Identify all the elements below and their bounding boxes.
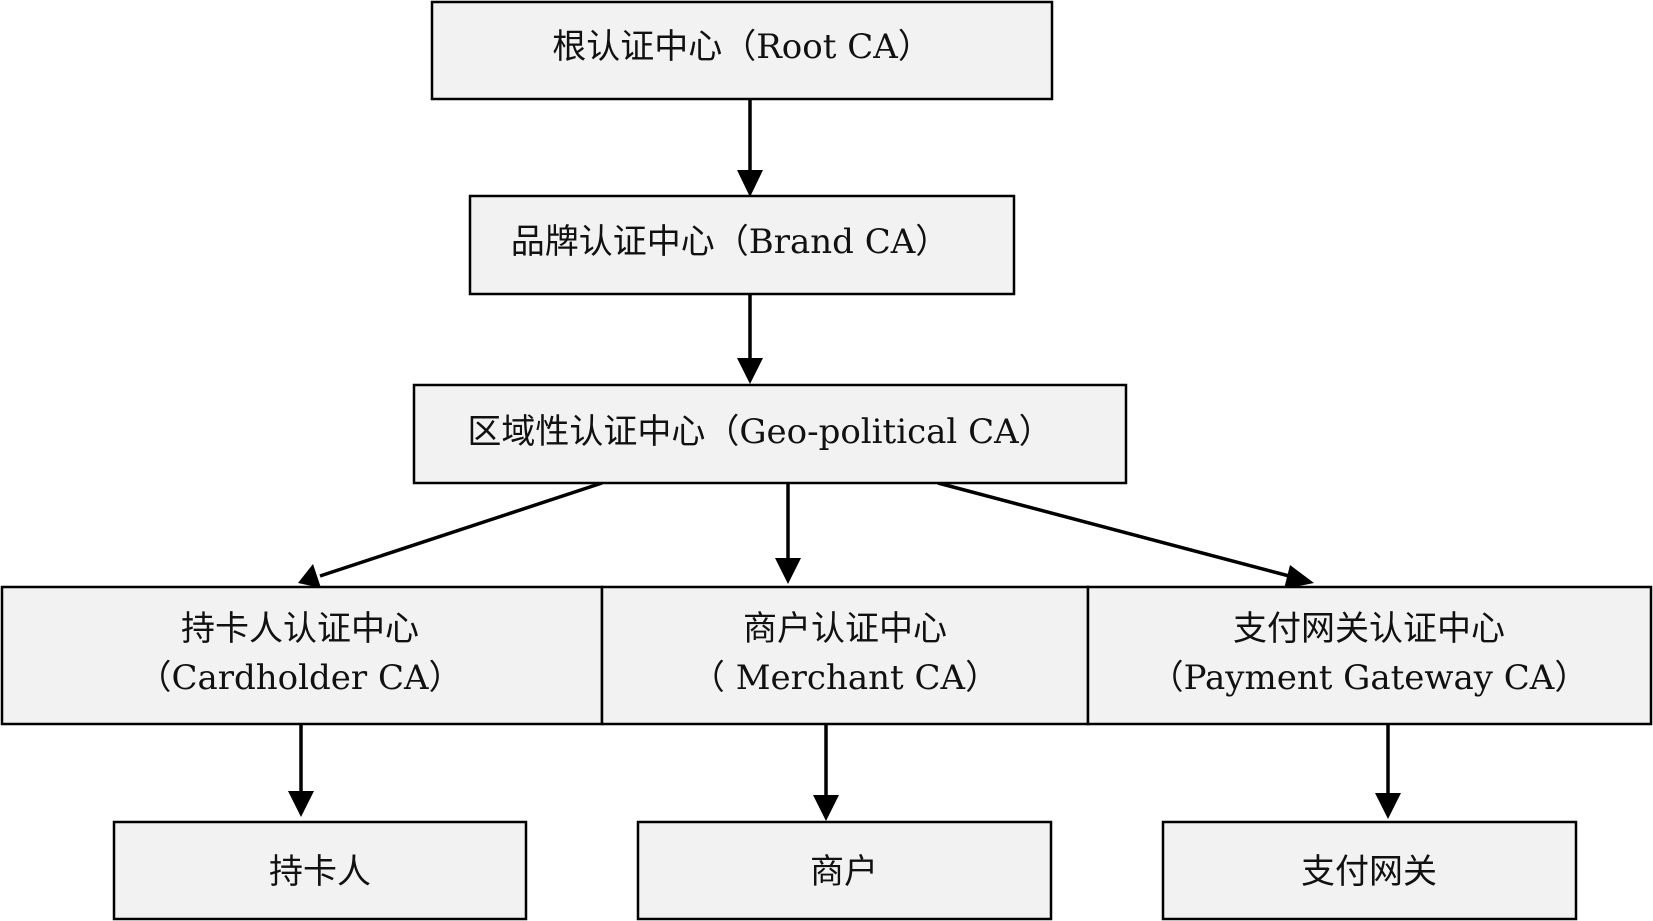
node-label-line1: 持卡人认证中心 [181,609,419,649]
node-label-line2: （Payment Gateway CA） [1150,658,1589,698]
node-label-line2: （ Merchant CA） [691,658,999,698]
node-box [1086,585,1653,726]
node-box [430,0,1054,101]
node-cardholder: 持卡人 [112,820,528,921]
arrowhead-icon [298,564,321,588]
node-merchant: 商户 [636,820,1053,921]
node-box [600,585,1090,726]
node-label-line1: 商户认证中心 [743,609,947,649]
arrowhead-icon [1284,565,1314,589]
node-box [112,820,528,921]
node-label: 根认证中心（Root CA） [552,27,932,67]
node-geo-political-ca: 区域性认证中心（Geo-political CA） [412,383,1128,485]
arrowhead-icon [288,791,314,817]
node-box [1161,820,1578,921]
node-label: 品牌认证中心（Brand CA） [511,222,950,262]
arrowhead-icon [737,170,763,197]
node-box [636,820,1053,921]
node-label-line1: 支付网关认证中心 [1233,609,1505,649]
node-cardholder-ca: 持卡人认证中心 （Cardholder CA） [0,585,604,726]
node-box [412,383,1128,485]
node-merchant-ca: 商户认证中心 （ Merchant CA） [600,585,1090,726]
node-payment-gateway: 支付网关 [1161,820,1578,921]
edges [288,100,1401,821]
edge-geo-to-gateway-ca [937,481,1294,579]
node-label: 支付网关 [1301,852,1437,892]
node-payment-gateway-ca: 支付网关认证中心 （Payment Gateway CA） [1086,585,1653,726]
node-label: 持卡人 [269,852,371,892]
node-root-ca: 根认证中心（Root CA） [430,0,1054,101]
node-label: 区域性认证中心（Geo-political CA） [467,412,1052,452]
arrowhead-icon [737,358,763,384]
node-label: 商户 [810,852,878,892]
node-label-line2: （Cardholder CA） [137,658,462,698]
edge-geo-to-cardholder-ca [319,481,603,578]
arrowhead-icon [775,558,801,584]
arrowhead-icon [1375,793,1401,819]
node-brand-ca: 品牌认证中心（Brand CA） [468,194,1016,296]
node-box [0,585,604,726]
node-box [468,194,1016,296]
arrowhead-icon [813,795,839,821]
